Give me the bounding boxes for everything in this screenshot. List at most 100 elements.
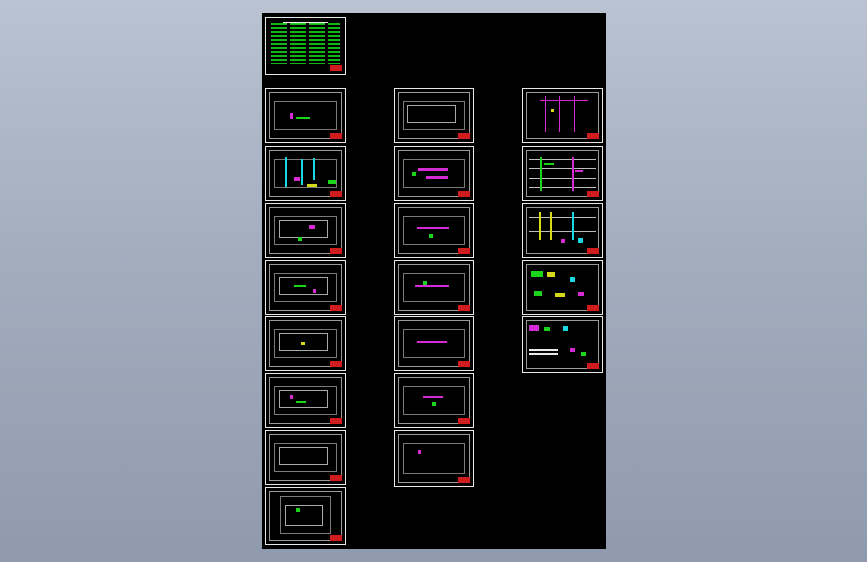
floor-plan-sheet[interactable] [265,430,346,485]
plan-outline [402,100,466,131]
floor-line [529,216,596,218]
title-block [458,418,470,424]
magenta-layer-mark [418,449,422,454]
plan-outline [280,495,331,534]
cyan-layer-mark [570,276,576,282]
title-block [330,133,342,139]
yellow-layer-mark [554,292,565,297]
floor-plan-sheet[interactable] [394,373,474,428]
magenta-layer-mark [309,225,316,230]
detail-sheet[interactable] [522,316,603,373]
green-layer-mark [412,172,417,177]
green-layer-mark [297,236,302,241]
cyan-layer-mark [562,325,568,331]
design-notes-sheet[interactable] [265,17,346,75]
plan-room [278,276,329,295]
floor-line [529,168,596,170]
title-block [458,133,470,139]
floor-plan-sheet[interactable] [265,260,346,315]
magenta-layer-mark [575,170,584,173]
plan-room [278,389,329,408]
green-layer-mark [543,162,554,165]
green-layer-mark [543,326,550,331]
floor-plan-sheet[interactable] [265,487,346,545]
yellow-riser [549,212,552,241]
cyan-riser [571,212,574,241]
magenta-layer-mark [426,176,449,180]
sheet-frame [398,207,470,254]
green-layer-mark [296,400,307,403]
sheet-frame [269,207,342,254]
yellow-layer-mark [551,109,555,113]
title-block [587,191,599,197]
floor-plan-sheet[interactable] [265,316,346,371]
green-layer-mark [432,401,437,406]
magenta-layer-mark [289,112,293,119]
floor-plan-sheet[interactable] [394,146,474,201]
cyan-pipe [313,157,316,180]
magenta-layer-mark [313,288,317,293]
sheet-frame [269,150,342,197]
sheet-frame [526,150,599,197]
green-layer-mark [296,508,301,513]
title-block [587,248,599,254]
detail-sheet[interactable] [522,260,603,315]
green-layer-mark [294,285,307,288]
sheet-frame [526,320,599,369]
magenta-riser [545,96,547,133]
plan-outline [273,100,338,131]
cyan-pipe [284,156,287,187]
detail-table-line [529,353,558,356]
sheet-frame [269,491,342,541]
plan-room [278,446,329,465]
green-layer-mark [423,281,428,286]
plan-outline [273,442,338,473]
plan-room [407,104,457,123]
title-block [458,191,470,197]
floor-plan-sheet[interactable] [394,203,474,258]
sheet-frame [269,92,342,139]
sheet-frame [526,264,599,311]
floor-plan-sheet[interactable] [265,203,346,258]
magenta-layer-mark [415,285,450,288]
plan-room [278,332,329,351]
magenta-layer-mark [529,324,540,331]
title-block [330,475,342,481]
sheet-frame [269,320,342,367]
floor-line [529,187,596,189]
plan-outline [402,385,466,416]
drawing-canvas[interactable] [262,13,606,549]
green-layer-mark [296,116,311,119]
floor-plan-sheet[interactable] [265,88,346,143]
system-diagram-sheet[interactable] [522,88,603,143]
sheet-frame [526,207,599,254]
floor-plan-sheet[interactable] [265,146,346,201]
magenta-layer-mark [289,395,293,400]
title-block [330,418,342,424]
sheet-frame [398,150,470,197]
title-block [587,305,599,311]
plan-outline [402,215,466,246]
title-block [330,191,342,197]
floor-line [529,177,596,179]
riser-diagram-sheet[interactable] [522,203,603,258]
magenta-layer-mark [416,341,447,344]
title-block [330,248,342,254]
sheet-frame [398,264,470,311]
title-block [458,477,470,483]
plan-outline [273,272,338,303]
floor-plan-sheet[interactable] [394,260,474,315]
title-block [330,361,342,367]
magenta-layer-mark [423,396,444,399]
magenta-layer-mark [570,347,576,352]
floor-plan-sheet[interactable] [394,316,474,371]
green-layer-mark [429,233,434,238]
plan-outline [402,328,466,359]
floor-plan-sheet[interactable] [394,88,474,143]
floor-plan-sheet[interactable] [265,373,346,428]
title-block [330,535,342,541]
cyan-pipe [300,158,303,185]
riser-diagram-sheet[interactable] [522,146,603,201]
floor-plan-sheet[interactable] [394,430,474,487]
